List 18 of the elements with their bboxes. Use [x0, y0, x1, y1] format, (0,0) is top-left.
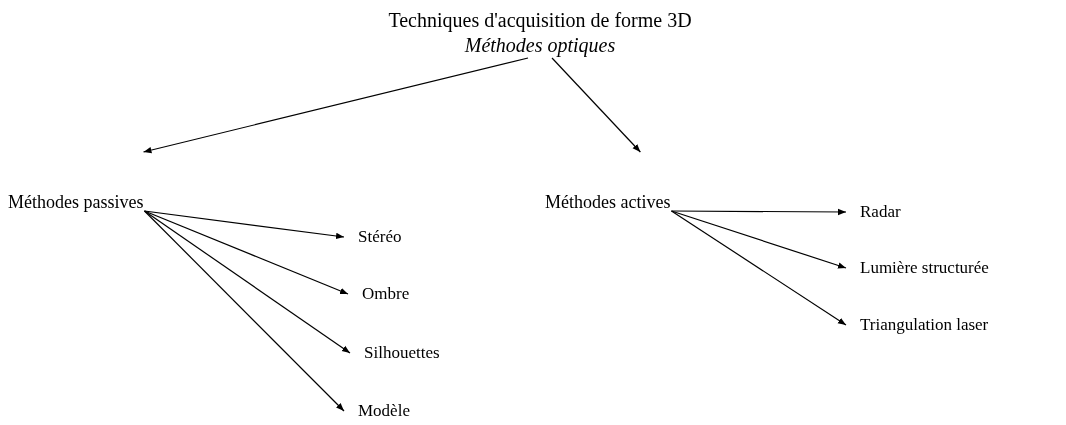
method-label: Ombre: [362, 283, 411, 305]
arrow: [670, 210, 847, 269]
method-label: Silhouettes: [364, 342, 441, 364]
category-label: Méthodes passives: [8, 191, 144, 214]
method-label: Stéréo: [358, 226, 403, 248]
arrow: [142, 57, 529, 154]
method-label: Triangulation laser: [860, 314, 990, 336]
heading-text: Techniques d'acquisition de forme 3D: [387, 8, 693, 33]
method-label: Radar: [860, 201, 902, 223]
subheading-text: Méthodes optiques: [463, 33, 617, 58]
arrow: [670, 208, 847, 216]
method-label: Modèle: [358, 400, 411, 422]
arrow: [551, 57, 641, 153]
arrow: [143, 210, 345, 412]
arrow: [670, 210, 847, 326]
arrow: [143, 210, 349, 295]
method-label: Lumière structurée: [860, 257, 990, 279]
category-label: Méthodes actives: [545, 191, 671, 214]
